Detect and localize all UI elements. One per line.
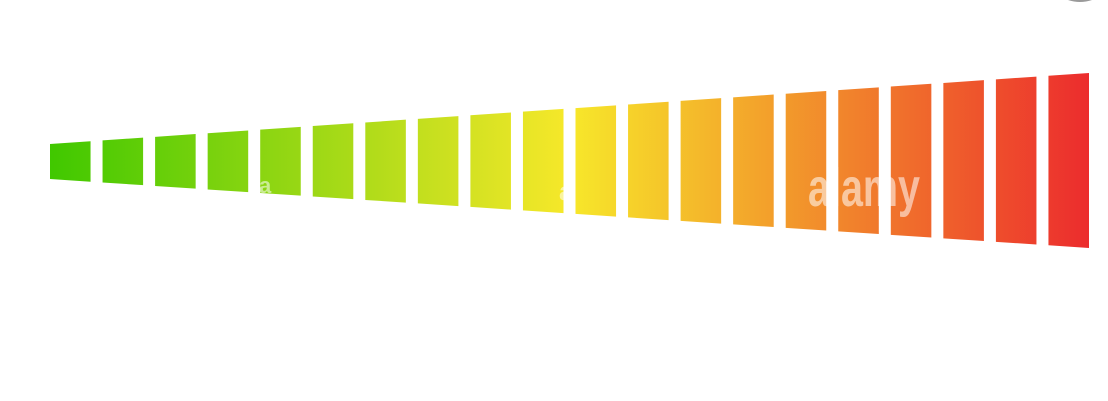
meter-bar [207,130,249,193]
meter-bar [628,101,669,221]
meter-bar [102,137,144,186]
meter-bar [470,112,511,210]
meter-bar [522,108,564,214]
meter-bar [260,126,301,196]
meter-bar [50,141,91,182]
meter-bar [680,98,722,224]
watermark-fragment-left: a [259,173,272,198]
watermark-fragment-mid: a [559,176,574,206]
meter-bar [312,123,354,200]
meter-bar [890,83,932,238]
meter-bar [417,116,459,207]
meter-bar [733,94,774,228]
meter-bars [50,73,1089,248]
meter-bar [155,134,196,189]
watermark-logo: alamy [808,158,920,218]
corner-mark [1068,0,1092,2]
meter-bar [838,87,879,235]
watermark: a a alamy [259,158,920,218]
meter-bar [1048,73,1089,248]
meter-bar [995,76,1037,245]
meter-bar [365,119,406,203]
meter-bar [943,80,984,242]
meter-bar [785,90,827,231]
meter-bar [575,105,617,217]
